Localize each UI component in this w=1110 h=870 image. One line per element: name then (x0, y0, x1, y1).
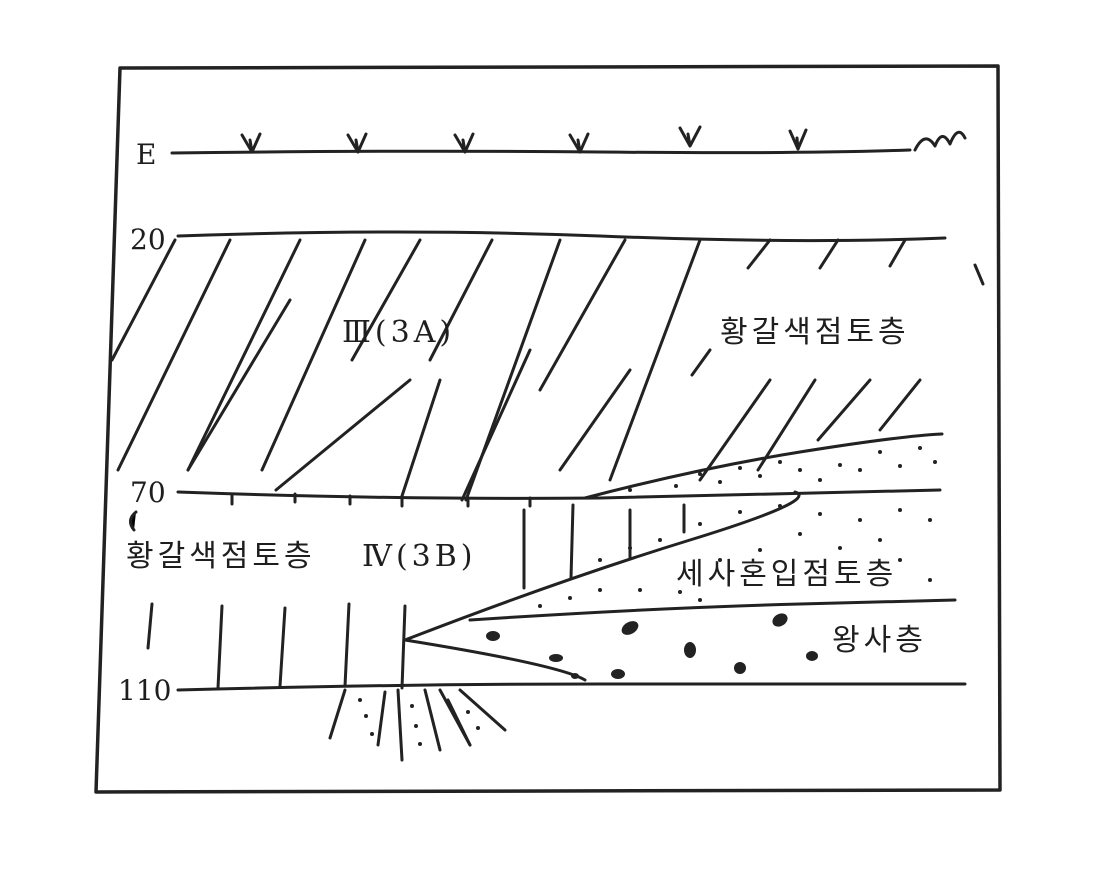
gravel-sand-label: 왕사층 (832, 623, 927, 658)
hatch-line (186, 298, 292, 472)
hatch-line (756, 378, 817, 472)
hatch-line (116, 238, 232, 472)
stipple-dot (878, 538, 882, 542)
fine-sand-stipple (538, 446, 937, 608)
layer-3b-hatching (129, 492, 686, 690)
hatch-line (110, 238, 177, 362)
hatch-line (816, 378, 872, 442)
hatch-line (538, 238, 627, 392)
hatch-line (818, 238, 840, 270)
stipple-dot (674, 484, 678, 488)
depth-label-surface: E (136, 138, 156, 171)
hatch-line (888, 238, 907, 268)
hatch-line (690, 348, 712, 377)
hatch-line (878, 378, 922, 432)
stipple-dot (858, 518, 862, 522)
hatch-line (460, 348, 532, 502)
boundary-70 (176, 488, 942, 500)
stipple-dot (698, 522, 702, 526)
layer-3a-code: Ⅲ(3A) (342, 315, 455, 350)
pit-fill (328, 688, 507, 762)
hatch-line (274, 378, 412, 492)
stipple-dot (758, 474, 762, 478)
gravel-top (468, 598, 957, 622)
hatch-line (698, 378, 772, 482)
stipple-dot (718, 558, 722, 562)
stipple-dot (933, 460, 937, 464)
ground-surface (170, 125, 967, 155)
stipple-dot (568, 596, 572, 600)
stipple-dot (838, 546, 842, 550)
stipple-dot (658, 538, 662, 542)
stipple-dot (678, 590, 682, 594)
layer-3a-hatching (110, 238, 985, 502)
stipple-dot (818, 512, 822, 516)
hatch-line (400, 378, 442, 498)
stipple-dot (598, 588, 602, 592)
stipple-dot (838, 463, 842, 467)
stipple-dot (898, 558, 902, 562)
pit-dots (358, 698, 480, 746)
depth-label-20: 20 (130, 223, 166, 256)
hatch-line (746, 238, 772, 270)
stipple-dot (738, 466, 742, 470)
depth-label-110: 110 (118, 674, 171, 707)
boundary-110 (176, 682, 967, 692)
stipple-dot (538, 604, 542, 608)
layer-3a-name: 황갈색점토층 (720, 315, 910, 350)
boundary-20 (176, 230, 947, 243)
gravel-pebbles (486, 613, 818, 679)
stipple-dot (928, 578, 932, 582)
surface-line (170, 148, 912, 155)
sand-wedge-upper (583, 432, 944, 500)
stipple-dot (778, 460, 782, 464)
hatch-line (186, 238, 302, 472)
hatch-line (350, 238, 422, 362)
grass-tufts (240, 125, 967, 154)
stipple-dot (638, 588, 642, 592)
stipple-dot (798, 532, 802, 536)
stipple-dot (778, 504, 782, 508)
stipple-dot (928, 518, 932, 522)
stipple-dot (898, 508, 902, 512)
fine-sand-clay-label: 세사혼입점토층 (676, 557, 897, 592)
stipple-dot (918, 446, 922, 450)
stipple-dot (878, 450, 882, 454)
stipple-dot (738, 510, 742, 514)
layer-3b-name: 황갈색점토층 (126, 539, 316, 574)
stipple-dot (698, 472, 702, 476)
stipple-dot (758, 548, 762, 552)
hatch-line (428, 238, 494, 362)
stipple-dot (698, 598, 702, 602)
hatch-line (608, 238, 702, 482)
stipple-dot (858, 468, 862, 472)
stipple-dot (818, 478, 822, 482)
stipple-dot (598, 558, 602, 562)
stipple-dot (628, 488, 632, 492)
stipple-dot (718, 480, 722, 484)
clay-lens-upper (403, 490, 801, 642)
layer-3b-code: Ⅳ(3B) (362, 539, 477, 574)
hatch-line (973, 263, 985, 286)
depth-label-70: 70 (130, 476, 166, 509)
stipple-dot (798, 468, 802, 472)
stipple-dot (628, 546, 632, 550)
frame-border (94, 64, 1002, 794)
stipple-dot (898, 464, 902, 468)
hatch-line (558, 368, 632, 472)
hatch-line (260, 238, 367, 472)
